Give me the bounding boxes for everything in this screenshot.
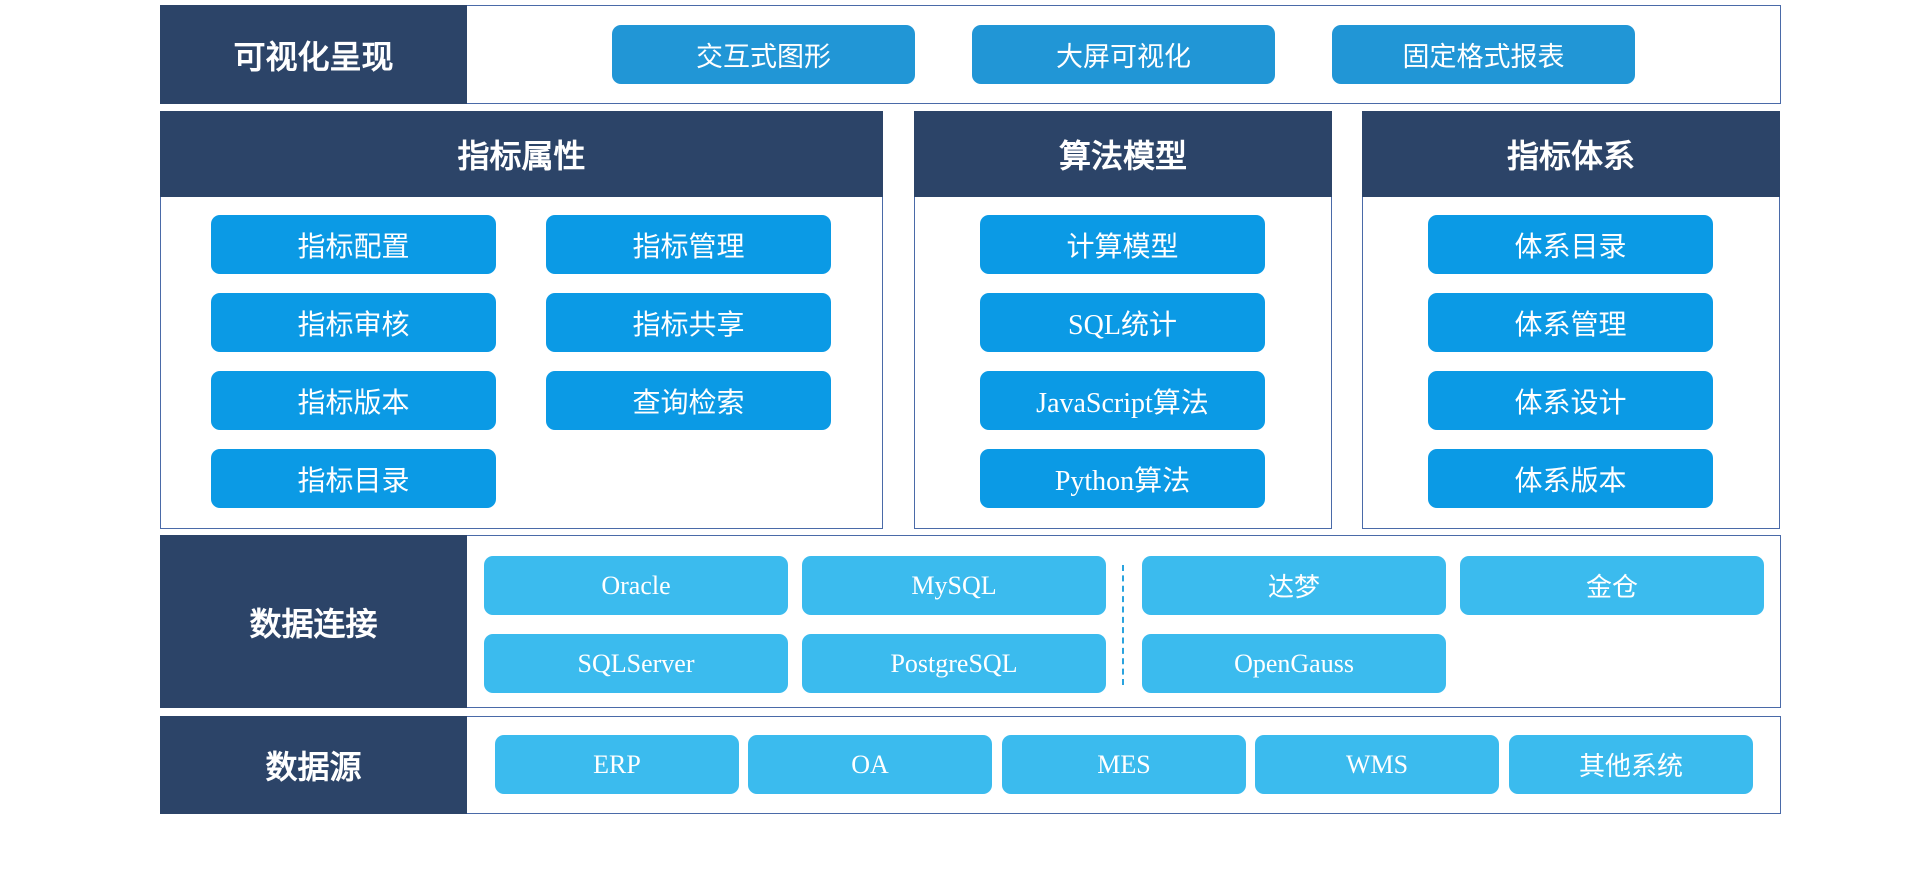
erp-button[interactable]: ERP [495, 735, 739, 794]
indicator-catalog-button[interactable]: 指标目录 [211, 449, 496, 508]
javascript-algorithm-button[interactable]: JavaScript算法 [980, 371, 1265, 430]
indicator-version-button[interactable]: 指标版本 [211, 371, 496, 430]
mes-button[interactable]: MES [1002, 735, 1246, 794]
data-source-layer-label: 数据源 [160, 716, 467, 814]
opengauss-button[interactable]: OpenGauss [1142, 634, 1446, 693]
visualization-layer-label: 可视化呈现 [160, 5, 467, 104]
postgresql-button[interactable]: PostgreSQL [802, 634, 1106, 693]
big-screen-visualization-button[interactable]: 大屏可视化 [972, 25, 1275, 84]
system-catalog-button[interactable]: 体系目录 [1428, 215, 1713, 274]
system-management-button[interactable]: 体系管理 [1428, 293, 1713, 352]
fixed-format-report-button[interactable]: 固定格式报表 [1332, 25, 1635, 84]
oa-button[interactable]: OA [748, 735, 992, 794]
mysql-button[interactable]: MySQL [802, 556, 1106, 615]
connection-divider [1122, 565, 1124, 685]
wms-button[interactable]: WMS [1255, 735, 1499, 794]
indicator-attributes-title: 指标属性 [160, 111, 883, 197]
sql-statistics-button[interactable]: SQL统计 [980, 293, 1265, 352]
indicator-management-button[interactable]: 指标管理 [546, 215, 831, 274]
system-design-button[interactable]: 体系设计 [1428, 371, 1713, 430]
other-systems-button[interactable]: 其他系统 [1509, 735, 1753, 794]
calculation-model-button[interactable]: 计算模型 [980, 215, 1265, 274]
indicator-review-button[interactable]: 指标审核 [211, 293, 496, 352]
sqlserver-button[interactable]: SQLServer [484, 634, 788, 693]
data-connection-layer-label: 数据连接 [160, 535, 467, 708]
oracle-button[interactable]: Oracle [484, 556, 788, 615]
query-search-button[interactable]: 查询检索 [546, 371, 831, 430]
indicator-system-title: 指标体系 [1362, 111, 1780, 197]
python-algorithm-button[interactable]: Python算法 [980, 449, 1265, 508]
dameng-button[interactable]: 达梦 [1142, 556, 1446, 615]
system-version-button[interactable]: 体系版本 [1428, 449, 1713, 508]
kingbase-button[interactable]: 金仓 [1460, 556, 1764, 615]
interactive-graphics-button[interactable]: 交互式图形 [612, 25, 915, 84]
algorithm-models-title: 算法模型 [914, 111, 1332, 197]
indicator-config-button[interactable]: 指标配置 [211, 215, 496, 274]
indicator-sharing-button[interactable]: 指标共享 [546, 293, 831, 352]
